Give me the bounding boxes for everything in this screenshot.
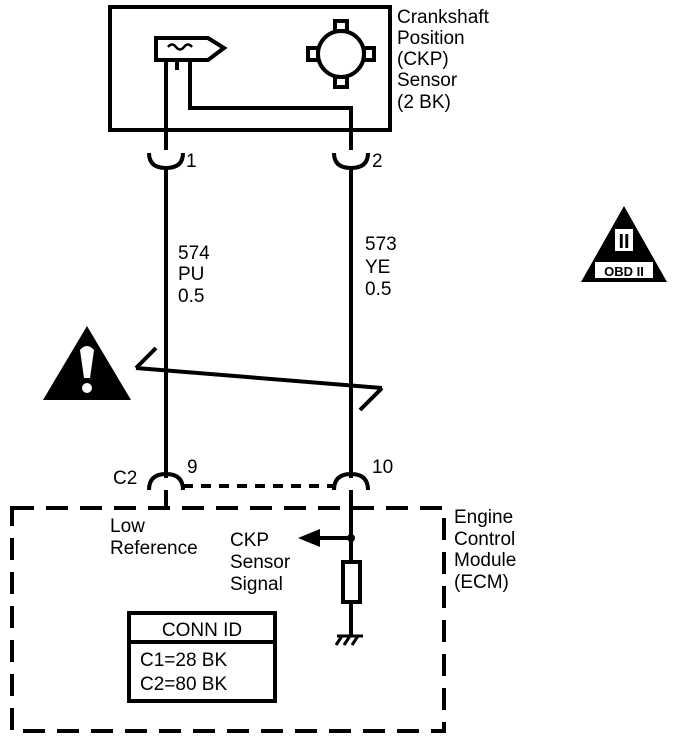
sensor-name-line-3: (CKP)	[397, 49, 449, 70]
terminal-1-cup	[147, 152, 185, 171]
sensor-probe-icon	[154, 36, 228, 62]
terminal-10-cup	[332, 471, 370, 491]
sensor-name-line-2: Position	[397, 28, 465, 49]
wire-574-gauge: 0.5	[178, 286, 204, 307]
signal-junction-dot	[347, 534, 355, 542]
obd-ii-badge: II OBD II	[581, 206, 667, 282]
sensor-name-line-5: (2 BK)	[397, 92, 451, 113]
wire-573-gauge: 0.5	[365, 279, 391, 300]
sensor-probe-wave-icon	[167, 43, 193, 51]
obd-ii-label: OBD II	[604, 264, 644, 279]
warning-triangle-icon	[43, 326, 131, 400]
pull-down-resistor	[341, 560, 362, 604]
sensor-name-line-1: Crankshaft	[397, 7, 490, 28]
terminal-9-cup	[147, 471, 185, 491]
obd-ii-symbol: II	[618, 231, 629, 253]
ecm-name-line-4: (ECM)	[454, 572, 509, 593]
sensor-name-line-4: Sensor	[397, 70, 458, 91]
wire-574-circuit: 574	[178, 243, 210, 264]
wire-573-color: YE	[365, 257, 390, 278]
sensor-internal-lead-left	[164, 60, 179, 150]
ecm-name-line-1: Engine	[454, 507, 513, 528]
terminal-1-label: 1	[186, 151, 197, 172]
reluctor-wheel-icon	[306, 19, 376, 89]
low-reference-line-1: Low	[110, 516, 145, 537]
conn-id-table: CONN ID C1=28 BK C2=80 BK	[127, 611, 277, 703]
signal-label-line-3: Signal	[230, 574, 283, 595]
wire-574-color: PU	[178, 264, 204, 285]
twisted-pair-marker	[134, 346, 384, 412]
ecm-name-line-3: Module	[454, 550, 516, 571]
conn-id-row-2: C2=80 BK	[140, 674, 227, 695]
signal-arrow-icon	[298, 529, 320, 547]
terminal-9-label: 9	[187, 457, 198, 478]
signal-label-line-2: Sensor	[230, 552, 291, 573]
terminal-2-cup	[332, 152, 370, 171]
ground-icon	[334, 634, 363, 646]
signal-label-line-1: CKP	[230, 530, 269, 551]
ckp-sensor-box	[108, 5, 392, 132]
ecm-name-line-2: Control	[454, 529, 515, 550]
wire-573-circuit: 573	[365, 234, 397, 255]
sensor-internal-lead-right	[188, 60, 353, 150]
connector-c2-label: C2	[113, 468, 137, 489]
conn-id-title: CONN ID	[162, 620, 242, 641]
terminal-2-label: 2	[372, 151, 383, 172]
low-reference-line-2: Reference	[110, 538, 198, 559]
conn-id-row-1: C1=28 BK	[140, 650, 227, 671]
terminal-10-label: 10	[372, 457, 393, 478]
ecm-boundary	[10, 506, 446, 733]
